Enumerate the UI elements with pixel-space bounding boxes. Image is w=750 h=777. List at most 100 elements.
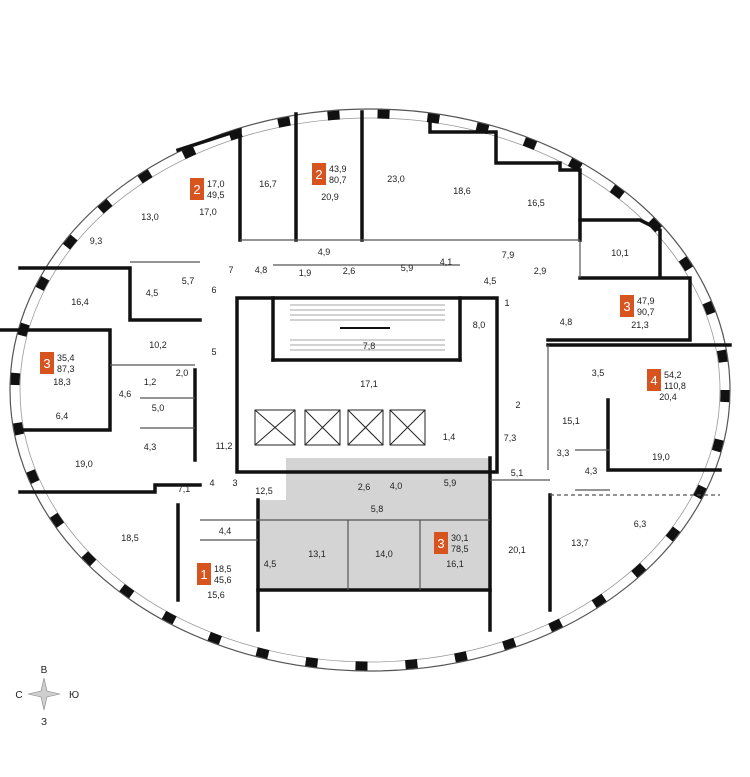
room-area: 13,0 xyxy=(141,212,159,222)
room-area: 17,0 xyxy=(199,207,217,217)
room-area: 5,9 xyxy=(444,478,457,488)
room-area: 4,6 xyxy=(119,389,132,399)
badge-box xyxy=(190,178,204,200)
left-wall-3 xyxy=(18,483,202,494)
room-area: 7,3 xyxy=(504,433,517,443)
room-area: 2,6 xyxy=(358,482,371,492)
room-area: 9,3 xyxy=(90,236,103,246)
left-wall-1 xyxy=(18,266,202,322)
apartment-badge[interactable]: 3 47,9 90,7 xyxy=(620,295,655,317)
badge-total: 45,6 xyxy=(214,575,232,585)
badge-total: 49,5 xyxy=(207,190,225,200)
room-area: 6,4 xyxy=(56,411,69,421)
badge-total: 110,8 xyxy=(664,381,686,391)
highlight-fill xyxy=(258,458,490,590)
room-area: 4,3 xyxy=(585,466,598,476)
room-area: 4,8 xyxy=(560,317,573,327)
entrance-number: 2 xyxy=(515,400,520,410)
room-area: 7,9 xyxy=(502,250,515,260)
room-area: 2,0 xyxy=(176,368,189,378)
room-area: 4,8 xyxy=(255,265,268,275)
badge-box xyxy=(312,163,326,185)
partitions xyxy=(110,239,720,590)
room-area: 3,3 xyxy=(557,448,570,458)
room-area: 5,0 xyxy=(152,403,165,413)
badge-rooms: 2 xyxy=(315,167,322,182)
room-area: 13,7 xyxy=(571,538,589,548)
badge-box xyxy=(647,369,661,391)
elevators xyxy=(254,409,426,446)
room-area: 16,5 xyxy=(527,198,545,208)
room-area: 10,1 xyxy=(611,248,629,258)
room-area: 15,1 xyxy=(562,416,580,426)
entrance-number: 3 xyxy=(232,478,237,488)
room-area: 4,3 xyxy=(144,442,157,452)
entrance-number: 1 xyxy=(504,298,509,308)
top-wall-1 xyxy=(175,127,242,242)
room-area: 20,9 xyxy=(321,192,339,202)
top-wall-5 xyxy=(578,218,662,277)
compass-south: З xyxy=(41,717,47,728)
room-area: 5,1 xyxy=(511,468,524,478)
badge-rooms: 3 xyxy=(43,356,50,371)
apartment-badge[interactable]: 2 43,9 80,7 xyxy=(312,163,347,185)
badge-box xyxy=(620,295,634,317)
core-walls xyxy=(235,296,499,474)
room-area: 13,1 xyxy=(308,549,326,559)
room-area: 17,1 xyxy=(360,379,378,389)
room-area: 4,0 xyxy=(390,481,403,491)
apartment-badge[interactable]: 4 54,2 110,8 xyxy=(647,369,686,391)
entrance-number: 6 xyxy=(211,285,216,295)
room-area: 3,5 xyxy=(592,368,605,378)
room-area: 4,5 xyxy=(484,276,497,286)
room-area: 4,9 xyxy=(318,247,331,257)
compass-star-icon xyxy=(27,677,61,711)
room-area: 4,1 xyxy=(440,257,453,267)
room-area: 10,2 xyxy=(149,340,167,350)
highlighted-apartment[interactable] xyxy=(258,458,490,590)
room-area: 1,9 xyxy=(299,268,312,278)
room-area: 16,4 xyxy=(71,297,89,307)
badge-box xyxy=(40,352,54,374)
room-area: 18,3 xyxy=(53,377,71,387)
apartment-badge[interactable]: 3 30,1 78,5 xyxy=(434,532,469,554)
apartment-badge[interactable]: 1 18,5 45,6 xyxy=(197,563,232,585)
compass-east: Ю xyxy=(69,690,79,701)
badge-total: 78,5 xyxy=(451,544,469,554)
right-wall-3 xyxy=(606,398,722,472)
apartment-badge[interactable]: 2 17,0 49,5 xyxy=(190,178,225,200)
apartment-badge[interactable]: 3 35,4 87,3 xyxy=(40,352,75,374)
badge-rooms: 3 xyxy=(623,299,630,314)
room-area: 18,6 xyxy=(453,186,471,196)
badge-living: 17,0 xyxy=(207,179,225,189)
top-wall-4 xyxy=(428,114,582,242)
room-area: 19,0 xyxy=(75,459,93,469)
badge-living: 30,1 xyxy=(451,533,469,543)
room-area: 14,0 xyxy=(375,549,393,559)
badge-total: 80,7 xyxy=(329,175,347,185)
room-area: 4,4 xyxy=(219,526,232,536)
badge-rooms: 1 xyxy=(200,567,207,582)
outer-facade xyxy=(9,108,731,672)
staircase xyxy=(290,304,445,351)
badge-rooms: 4 xyxy=(650,373,657,388)
right-wall-1 xyxy=(546,276,692,342)
room-area: 5,9 xyxy=(401,263,414,273)
room-area: 4,5 xyxy=(146,288,159,298)
facade-inner-line xyxy=(19,117,721,663)
room-area: 7,8 xyxy=(363,341,376,351)
room-area: 19,0 xyxy=(652,452,670,462)
facade-columns xyxy=(10,109,730,671)
badge-total: 87,3 xyxy=(57,364,75,374)
badge-rooms: 2 xyxy=(193,182,200,197)
room-area: 8,0 xyxy=(473,320,486,330)
facade-outer-line xyxy=(9,108,731,672)
entrance-numbers: 7 6 5 1 2 4 3 xyxy=(209,265,520,488)
badge-total: 90,7 xyxy=(637,307,655,317)
badge-living: 54,2 xyxy=(664,370,682,380)
entrance-number: 4 xyxy=(209,478,214,488)
left-wall-2 xyxy=(0,328,112,432)
badge-living: 18,5 xyxy=(214,564,232,574)
room-area: 5,8 xyxy=(371,504,384,514)
